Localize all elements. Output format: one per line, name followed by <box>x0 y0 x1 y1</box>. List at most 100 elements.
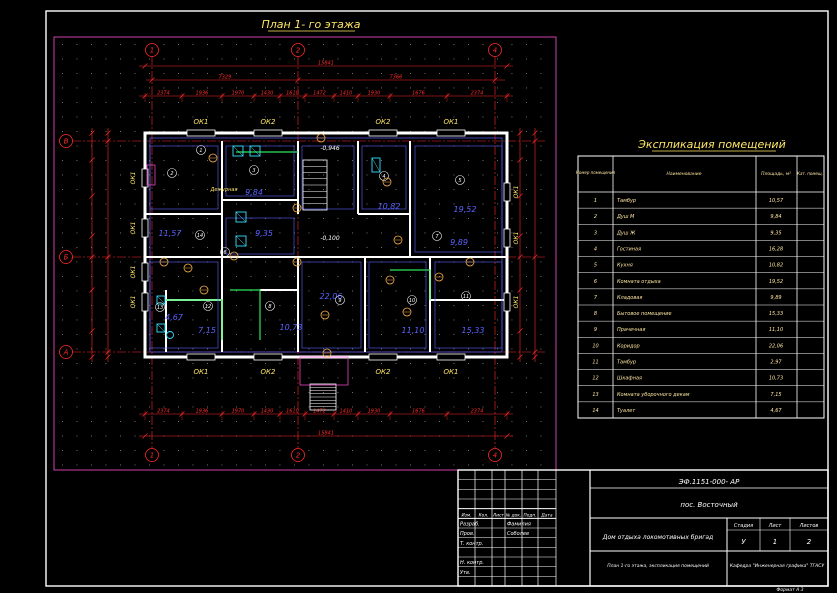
dimension-value: 1472 <box>313 409 326 415</box>
room-number-circle <box>196 145 206 155</box>
table-cell-name: Душ М <box>616 214 635 220</box>
grid-dot <box>178 247 179 248</box>
table-cell-name: Тамбур <box>617 360 636 366</box>
dimension-tick <box>517 328 523 334</box>
grid-dot <box>76 44 78 45</box>
grid-dot <box>540 145 542 147</box>
grid-dot <box>439 290 440 292</box>
grid-dot <box>76 232 78 234</box>
grid-dot <box>526 58 527 60</box>
grid-dot <box>352 406 353 408</box>
table-cell-area: 9,35 <box>770 230 781 236</box>
window-label: ОК1 <box>513 186 520 199</box>
grid-dot <box>294 73 295 74</box>
grid-dot <box>236 73 237 74</box>
grid-dot <box>192 73 194 74</box>
grid-dot <box>337 392 339 393</box>
grid-dot <box>381 334 382 335</box>
axis-label: 4 <box>493 452 497 460</box>
window-label: ОК2 <box>261 368 276 376</box>
grid-dot <box>439 406 440 408</box>
grid-dot <box>526 392 527 393</box>
grid-dot <box>192 116 194 118</box>
grid-dot <box>410 87 411 89</box>
grid-dot <box>163 377 165 379</box>
grid-dot <box>540 276 542 277</box>
grid-dot <box>366 247 368 248</box>
grid-dot <box>540 261 542 263</box>
table-cell-number: 13 <box>592 392 598 398</box>
room-outline <box>149 261 219 349</box>
table-cell-number: 6 <box>594 279 597 285</box>
grid-dot <box>511 160 513 161</box>
grid-dot <box>410 464 411 466</box>
grid-dot <box>134 247 136 248</box>
room-area: 10,82 <box>378 202 401 211</box>
grid-dot <box>294 247 295 248</box>
grid-dot <box>163 232 165 234</box>
grid-dot <box>366 334 368 335</box>
grid-dot <box>279 348 281 350</box>
window <box>503 228 511 248</box>
grid-dot <box>381 44 382 45</box>
grid-dot <box>120 276 121 277</box>
grid-dot <box>236 464 237 466</box>
tb-stage-head: Стадия <box>734 523 753 529</box>
table-cell-area: 10,82 <box>769 263 783 269</box>
table-cell-area: 2,97 <box>770 360 782 366</box>
grid-dot <box>352 174 353 176</box>
grid-dot <box>424 276 426 277</box>
grid-dot <box>134 290 136 292</box>
grid-dot <box>105 73 107 74</box>
grid-dot <box>323 232 324 234</box>
window <box>253 353 283 361</box>
grid-dot <box>497 232 498 234</box>
grid-dot <box>410 131 411 132</box>
grid-dot <box>337 87 339 89</box>
tb-head: № док. <box>505 512 521 518</box>
grid-dot <box>308 276 310 277</box>
grid-dot <box>366 363 368 364</box>
grid-dot <box>207 116 208 118</box>
grid-dot <box>279 73 281 74</box>
grid-dot <box>76 435 78 437</box>
grid-dot <box>366 189 368 190</box>
grid-dot <box>250 44 252 45</box>
grid-dot <box>120 218 121 219</box>
grid-dot <box>497 392 498 393</box>
grid-dot <box>221 58 223 60</box>
grid-dot <box>236 131 237 132</box>
grid-dot <box>352 363 353 364</box>
grid-dot <box>540 131 542 132</box>
grid-dot <box>294 87 295 89</box>
dimension-tick <box>532 254 538 260</box>
grid-dot <box>352 218 353 219</box>
grid-dot <box>149 73 150 74</box>
grid-dot <box>424 203 426 205</box>
grid-dot <box>62 247 63 248</box>
grid-dot <box>395 319 397 321</box>
grid-dot <box>192 58 194 60</box>
grid-dot <box>511 276 513 277</box>
grid-dot <box>76 319 78 321</box>
grid-dot <box>178 203 179 205</box>
grid-dot <box>105 160 107 161</box>
grid-dot <box>468 363 469 364</box>
grid-dot <box>308 174 310 176</box>
grid-dot <box>482 392 484 393</box>
grid-dot <box>207 174 208 176</box>
grid-dot <box>236 116 237 118</box>
window <box>368 129 398 137</box>
grid-dot <box>410 73 411 74</box>
grid-dot <box>453 73 455 74</box>
grid-dot <box>381 58 382 60</box>
dimension-value: 2374 <box>157 91 170 97</box>
grid-dot <box>424 392 426 393</box>
grid-dot <box>76 131 78 132</box>
grid-dot <box>323 450 324 451</box>
grid-dot <box>120 421 121 422</box>
grid-dot <box>163 44 165 45</box>
tb-code: ЭФ.1151-000- АР <box>678 478 740 486</box>
grid-dot <box>526 290 527 292</box>
grid-dot <box>497 276 498 277</box>
